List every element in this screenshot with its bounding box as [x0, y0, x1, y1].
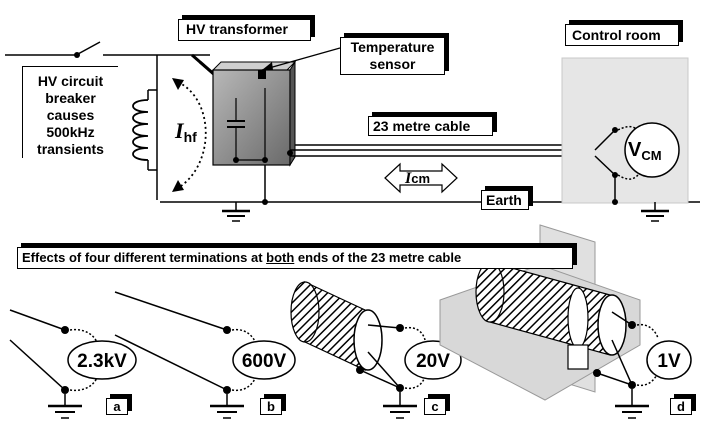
hv-transformer-label: HV transformer	[178, 19, 311, 41]
term-b-arrow-top	[231, 328, 257, 344]
temperature-sensor-line2: sensor	[369, 56, 416, 72]
term-c-voltage: 20V	[416, 351, 450, 372]
term-c-inner-wire-1	[367, 324, 401, 329]
inductor-coil	[132, 99, 149, 161]
term-d-voltage-bubble	[646, 340, 692, 380]
term-b-node-top	[223, 326, 231, 334]
ihf-current-arrow	[177, 81, 207, 189]
term-c-arrow-bottom	[404, 375, 426, 390]
ihf-arrowhead-bottom	[172, 180, 184, 192]
control-room-label: Control room	[565, 24, 679, 46]
term-d-cable-front-end	[597, 294, 627, 356]
transformer-tank-side	[289, 60, 296, 167]
control-node-top	[612, 127, 618, 133]
vcm-symbol: VCM	[628, 139, 662, 163]
temperature-sensor-block	[258, 70, 266, 79]
transformer-tank-top	[211, 61, 297, 71]
term-a-wire-2	[9, 339, 66, 391]
term-c-tag: c	[424, 398, 446, 415]
term-b-voltage: 600V	[242, 351, 287, 372]
earth-label: Earth	[481, 190, 529, 210]
term-d-clamp-foot	[567, 344, 589, 370]
cable-split-bottom	[594, 155, 616, 176]
icm-symbol: Icm	[404, 170, 430, 187]
cable-split-top	[594, 129, 616, 151]
term-d-arrow-top	[636, 323, 659, 339]
term-d-tag: d	[670, 398, 692, 415]
term-c-node-bottom	[396, 384, 404, 392]
term-d-node-top	[628, 321, 636, 329]
breaker-line2: breaker	[45, 90, 96, 106]
breaker-line5: transients	[37, 141, 104, 157]
breaker-line4: 500kHz	[46, 124, 95, 140]
term-c-arrow-top	[404, 326, 426, 341]
term-d-screen-wire	[596, 372, 633, 386]
transformer-tank	[212, 69, 291, 166]
term-c-cable-back-end	[290, 281, 320, 343]
term-b-node-bottom	[223, 386, 231, 394]
temperature-sensor-label: Temperature sensor	[340, 37, 445, 75]
effects-banner-after: ends of the 23 metre cable	[294, 250, 462, 265]
vcm-arrow-bottom	[617, 174, 639, 180]
breaker-line3: causes	[46, 107, 95, 123]
term-b-voltage-bubble	[232, 340, 296, 380]
term-a-node-top	[61, 326, 69, 334]
term-a-wire-1	[9, 309, 66, 331]
cable-label: 23 metre cable	[368, 116, 493, 136]
control-ground-node	[612, 199, 618, 205]
sensor-pointer	[261, 47, 341, 71]
term-d-cable-back-end	[475, 261, 505, 323]
temperature-sensor-line1: Temperature	[350, 39, 435, 55]
term-a-tag: a	[106, 398, 128, 415]
ihf-arrowhead-top	[172, 78, 184, 90]
term-b-tag: b	[260, 398, 282, 415]
term-d-cable-clamp	[567, 287, 589, 349]
term-c-cable-front-end	[353, 309, 383, 371]
cable-end-node-left	[287, 150, 293, 156]
icm-double-arrow	[384, 162, 458, 194]
term-d-voltage: 1V	[657, 351, 681, 372]
effects-banner: Effects of four different terminations a…	[17, 247, 573, 269]
sensor-pointer-head	[262, 62, 273, 70]
term-c-inner-wire-2	[367, 351, 401, 389]
effects-banner-before: Effects of four different terminations a…	[22, 250, 267, 265]
term-d-node-bottom	[628, 381, 636, 389]
term-b-wire-2	[114, 334, 228, 391]
vcm-arrow-top	[617, 125, 639, 131]
vcm-meter	[624, 122, 680, 178]
ihf-symbol: Ihf	[174, 118, 197, 145]
term-a-node-bottom	[61, 386, 69, 394]
breaker-line1: HV circuit	[37, 73, 104, 89]
term-b-arrow-bottom	[231, 376, 257, 392]
breaker-switch-blade	[77, 41, 101, 55]
term-d-inner-wire-2	[611, 339, 633, 386]
term-a-voltage: 2.3kV	[77, 351, 127, 372]
hv-breaker-label: HV circuit breaker causes 500kHz transie…	[22, 66, 118, 158]
effects-banner-underlined: both	[266, 250, 295, 265]
term-c-screen-wire	[359, 369, 401, 389]
term-b-wire-1	[114, 291, 228, 331]
term-c-voltage-bubble	[404, 340, 462, 380]
term-c-node-top	[396, 324, 404, 332]
term-a-voltage-bubble	[67, 340, 137, 380]
